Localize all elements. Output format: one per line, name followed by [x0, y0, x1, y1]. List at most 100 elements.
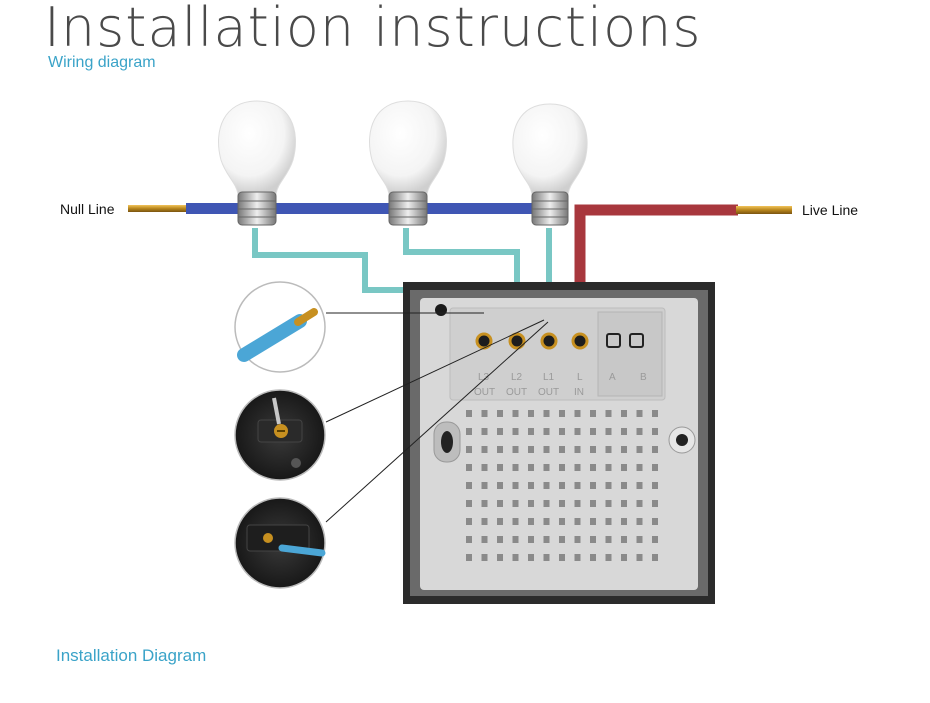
vent-hole	[652, 446, 658, 453]
vent-hole	[481, 518, 488, 525]
vent-hole	[528, 554, 534, 561]
vent-hole	[528, 500, 534, 507]
terminal-label-b: B	[640, 372, 647, 383]
vent-hole	[466, 518, 472, 525]
vent-hole	[481, 536, 488, 543]
vent-hole	[621, 482, 627, 489]
vent-hole	[497, 464, 503, 471]
vent-hole	[590, 554, 596, 561]
vent-hole	[590, 464, 596, 471]
vent-hole	[605, 518, 612, 525]
vent-hole	[481, 428, 488, 435]
vent-hole	[559, 446, 565, 453]
vent-hole	[590, 518, 596, 525]
terminal-label-l3: L3	[478, 372, 490, 383]
vent-hole	[636, 500, 643, 507]
vent-hole	[528, 482, 534, 489]
null-line-wire	[128, 203, 546, 214]
vent-hole	[621, 500, 627, 507]
vent-hole	[559, 482, 565, 489]
vent-hole	[466, 410, 472, 417]
vent-hole	[528, 428, 534, 435]
vent-hole	[497, 410, 503, 417]
vent-hole	[528, 464, 534, 471]
vent-hole	[574, 500, 581, 507]
vent-hole	[543, 500, 550, 507]
vent-hole	[559, 500, 565, 507]
terminal-sub-label-l1: OUT	[538, 387, 559, 398]
vent-hole	[605, 446, 612, 453]
live-line-label: Live Line	[802, 202, 858, 218]
bulb-1	[218, 100, 296, 226]
null-line-label: Null Line	[60, 201, 115, 217]
page-title: Installation instructions	[44, 0, 702, 59]
terminal-label-l: L	[577, 372, 583, 383]
vent-hole	[543, 482, 550, 489]
vent-hole	[543, 554, 550, 561]
vent-hole	[543, 428, 550, 435]
vent-hole	[605, 482, 612, 489]
vent-hole	[574, 482, 581, 489]
vent-hole	[590, 482, 596, 489]
terminal-label-l1: L1	[543, 372, 555, 383]
terminal-screws	[475, 332, 644, 350]
vent-grid	[466, 410, 658, 561]
vent-hole	[652, 500, 658, 507]
vent-hole	[512, 536, 519, 543]
vent-hole	[621, 464, 627, 471]
vent-hole	[636, 410, 643, 417]
vent-hole	[574, 428, 581, 435]
vent-hole	[605, 410, 612, 417]
vent-hole	[497, 554, 503, 561]
vent-hole	[605, 428, 612, 435]
vent-hole	[652, 464, 658, 471]
vent-hole	[528, 536, 534, 543]
vent-hole	[574, 464, 581, 471]
vent-hole	[528, 446, 534, 453]
vent-hole	[590, 410, 596, 417]
installation-diagram-subtitle: Installation Diagram	[56, 646, 207, 665]
vent-hole	[497, 500, 503, 507]
vent-hole	[497, 482, 503, 489]
vent-hole	[574, 554, 581, 561]
vent-hole	[497, 428, 503, 435]
vent-hole	[543, 410, 550, 417]
vent-hole	[528, 410, 534, 417]
vent-hole	[481, 554, 488, 561]
detail-wire-inserted	[234, 497, 326, 589]
vent-hole	[466, 536, 472, 543]
vent-hole	[574, 536, 581, 543]
callout-lines	[325, 312, 549, 523]
vent-hole	[481, 464, 488, 471]
vent-hole	[652, 482, 658, 489]
vent-hole	[559, 428, 565, 435]
bulb-3	[512, 103, 588, 226]
vent-hole	[621, 446, 627, 453]
vent-hole	[481, 410, 488, 417]
vent-hole	[605, 500, 612, 507]
vent-hole	[652, 518, 658, 525]
vent-hole	[636, 482, 643, 489]
vent-hole	[466, 482, 472, 489]
vent-hole	[605, 464, 612, 471]
vent-hole	[559, 536, 565, 543]
detail-screw-terminal	[234, 389, 326, 481]
detail-stripped-wire	[234, 281, 326, 373]
vent-hole	[636, 428, 643, 435]
vent-hole	[481, 482, 488, 489]
vent-hole	[574, 518, 581, 525]
vent-hole	[466, 428, 472, 435]
vent-hole	[466, 464, 472, 471]
vent-hole	[652, 536, 658, 543]
terminal-label-l2: L2	[511, 372, 523, 383]
vent-hole	[512, 464, 519, 471]
vent-hole	[512, 446, 519, 453]
vent-hole	[543, 464, 550, 471]
vent-hole	[528, 518, 534, 525]
vent-hole	[559, 554, 565, 561]
terminal-sub-label-l3: OUT	[474, 387, 495, 398]
bulb-2	[369, 100, 447, 226]
vent-hole	[512, 428, 519, 435]
vent-hole	[621, 410, 627, 417]
